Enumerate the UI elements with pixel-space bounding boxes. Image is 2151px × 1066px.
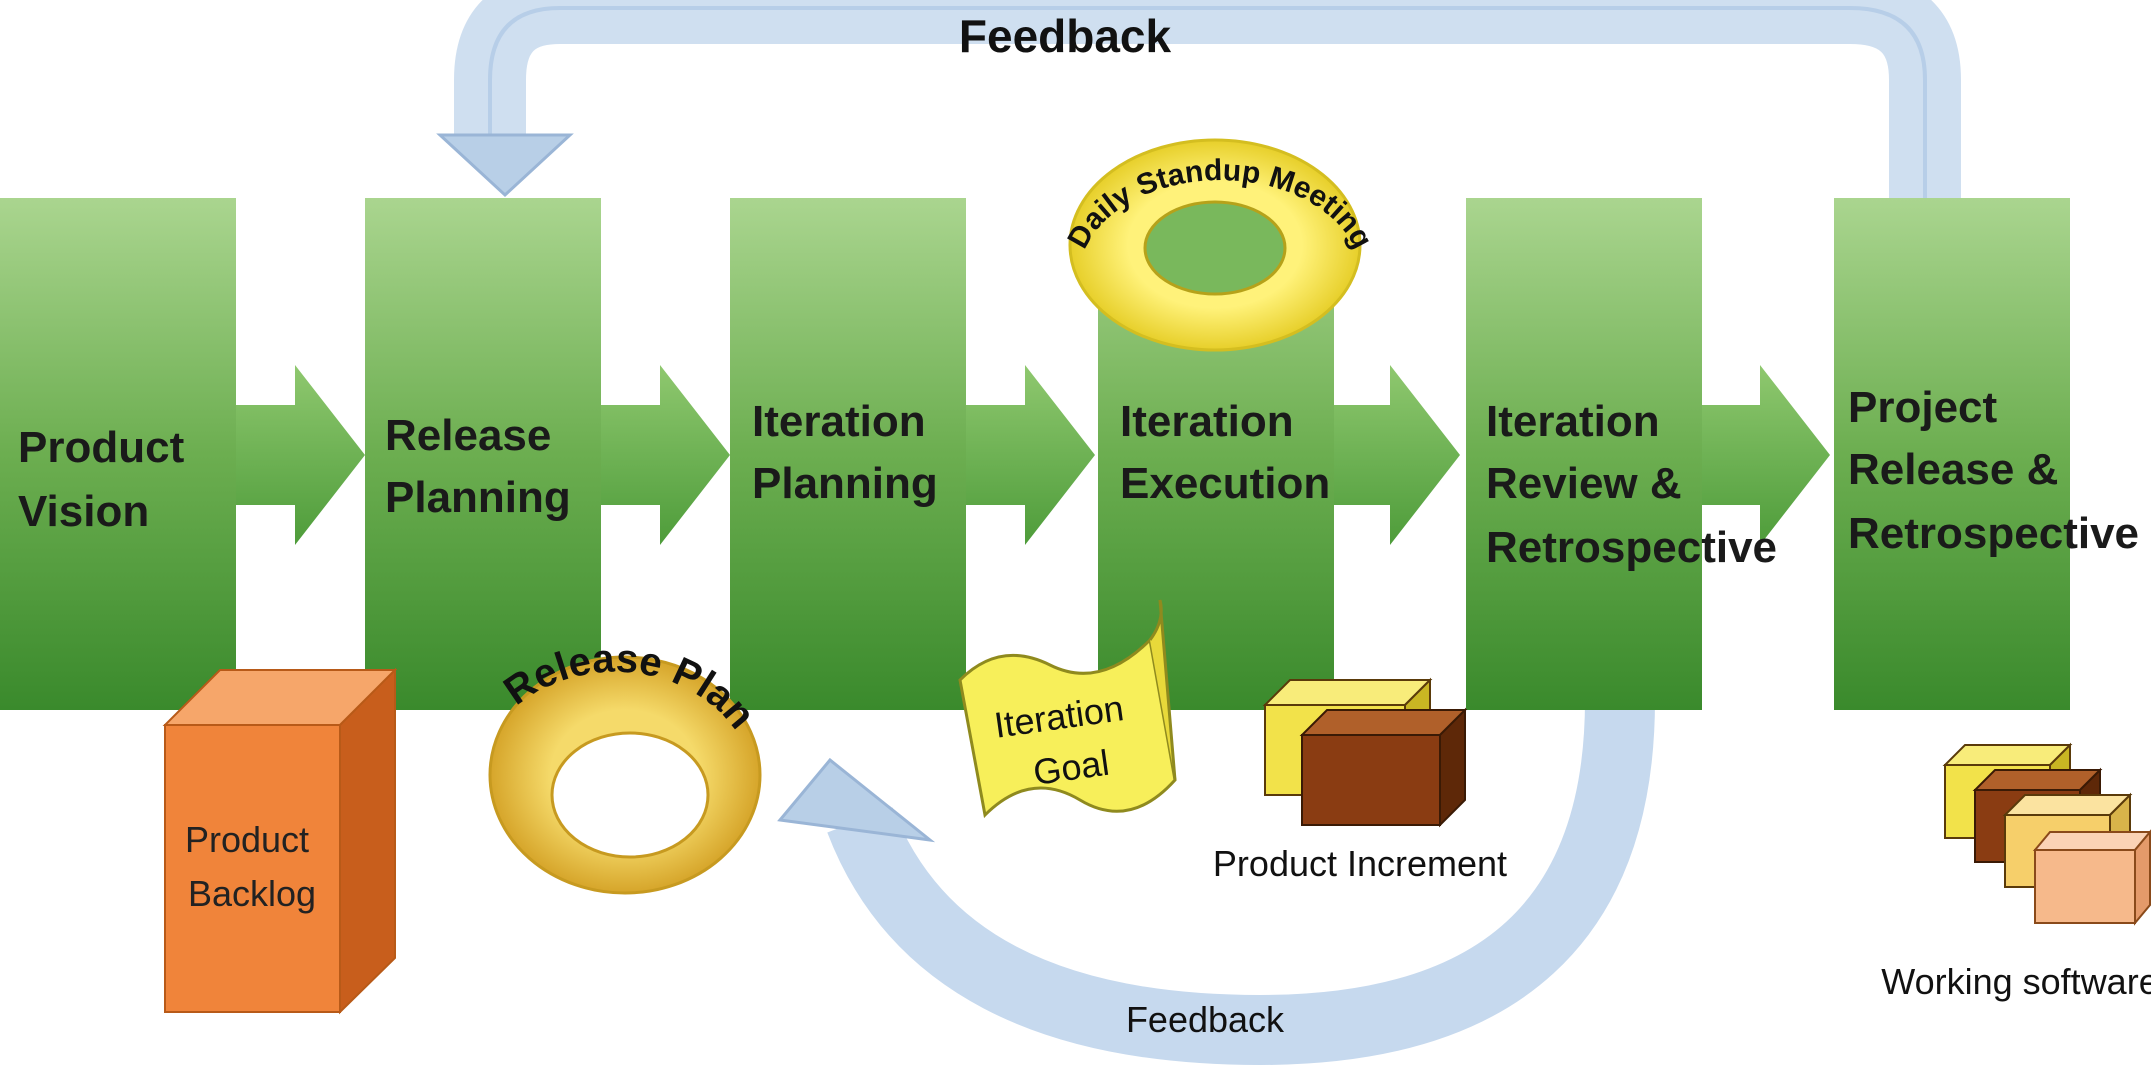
iteration-goal-flag	[958, 599, 1177, 819]
stage-column-iteration-planning	[730, 198, 966, 710]
stage-label-iteration-planning: Iteration Planning	[752, 397, 938, 508]
feedback-bottom-label: Feedback	[1126, 999, 1285, 1040]
connector-arrow-3	[960, 365, 1095, 545]
stage-column-release-planning	[365, 198, 601, 710]
working-software-label: Working software	[1881, 961, 2151, 1002]
product-backlog-label: Product Backlog	[185, 819, 319, 914]
stage-column-product-vision	[0, 198, 236, 710]
stage-column-project-release	[1834, 198, 2070, 710]
connector-arrow-1	[230, 365, 365, 545]
product-backlog-box	[162, 667, 398, 1015]
stage-label-iteration-review: Iteration Review & Retrospective	[1486, 397, 1777, 572]
feedback-top-arrowhead	[436, 133, 574, 198]
connector-arrow-4	[1325, 365, 1460, 545]
release-plan-ring	[488, 655, 762, 895]
stage-connectors	[230, 365, 1830, 545]
feedback-bottom-arrowhead	[777, 757, 936, 843]
feedback-arrow-top	[436, 0, 1961, 200]
stage-label-release-planning: Release Planning	[385, 411, 571, 522]
stage-columns	[0, 198, 2070, 710]
connector-arrow-5	[1690, 365, 1830, 545]
product-increment-boxes	[1262, 677, 1468, 828]
feedback-top-label: Feedback	[959, 10, 1172, 62]
connector-arrow-2	[595, 365, 730, 545]
stage-label-product-vision: Product Vision	[18, 423, 196, 536]
stage-label-project-release: Project Release & Retrospective	[1848, 383, 2139, 558]
stage-label-iteration-execution: Iteration Execution	[1120, 397, 1330, 508]
feedback-arrow-bottom	[777, 699, 1655, 1066]
working-software-boxes	[1942, 742, 2151, 926]
product-increment-label: Product Increment	[1213, 843, 1507, 884]
daily-standup-ring	[1068, 138, 1362, 352]
stage-column-iteration-review	[1466, 198, 1702, 710]
